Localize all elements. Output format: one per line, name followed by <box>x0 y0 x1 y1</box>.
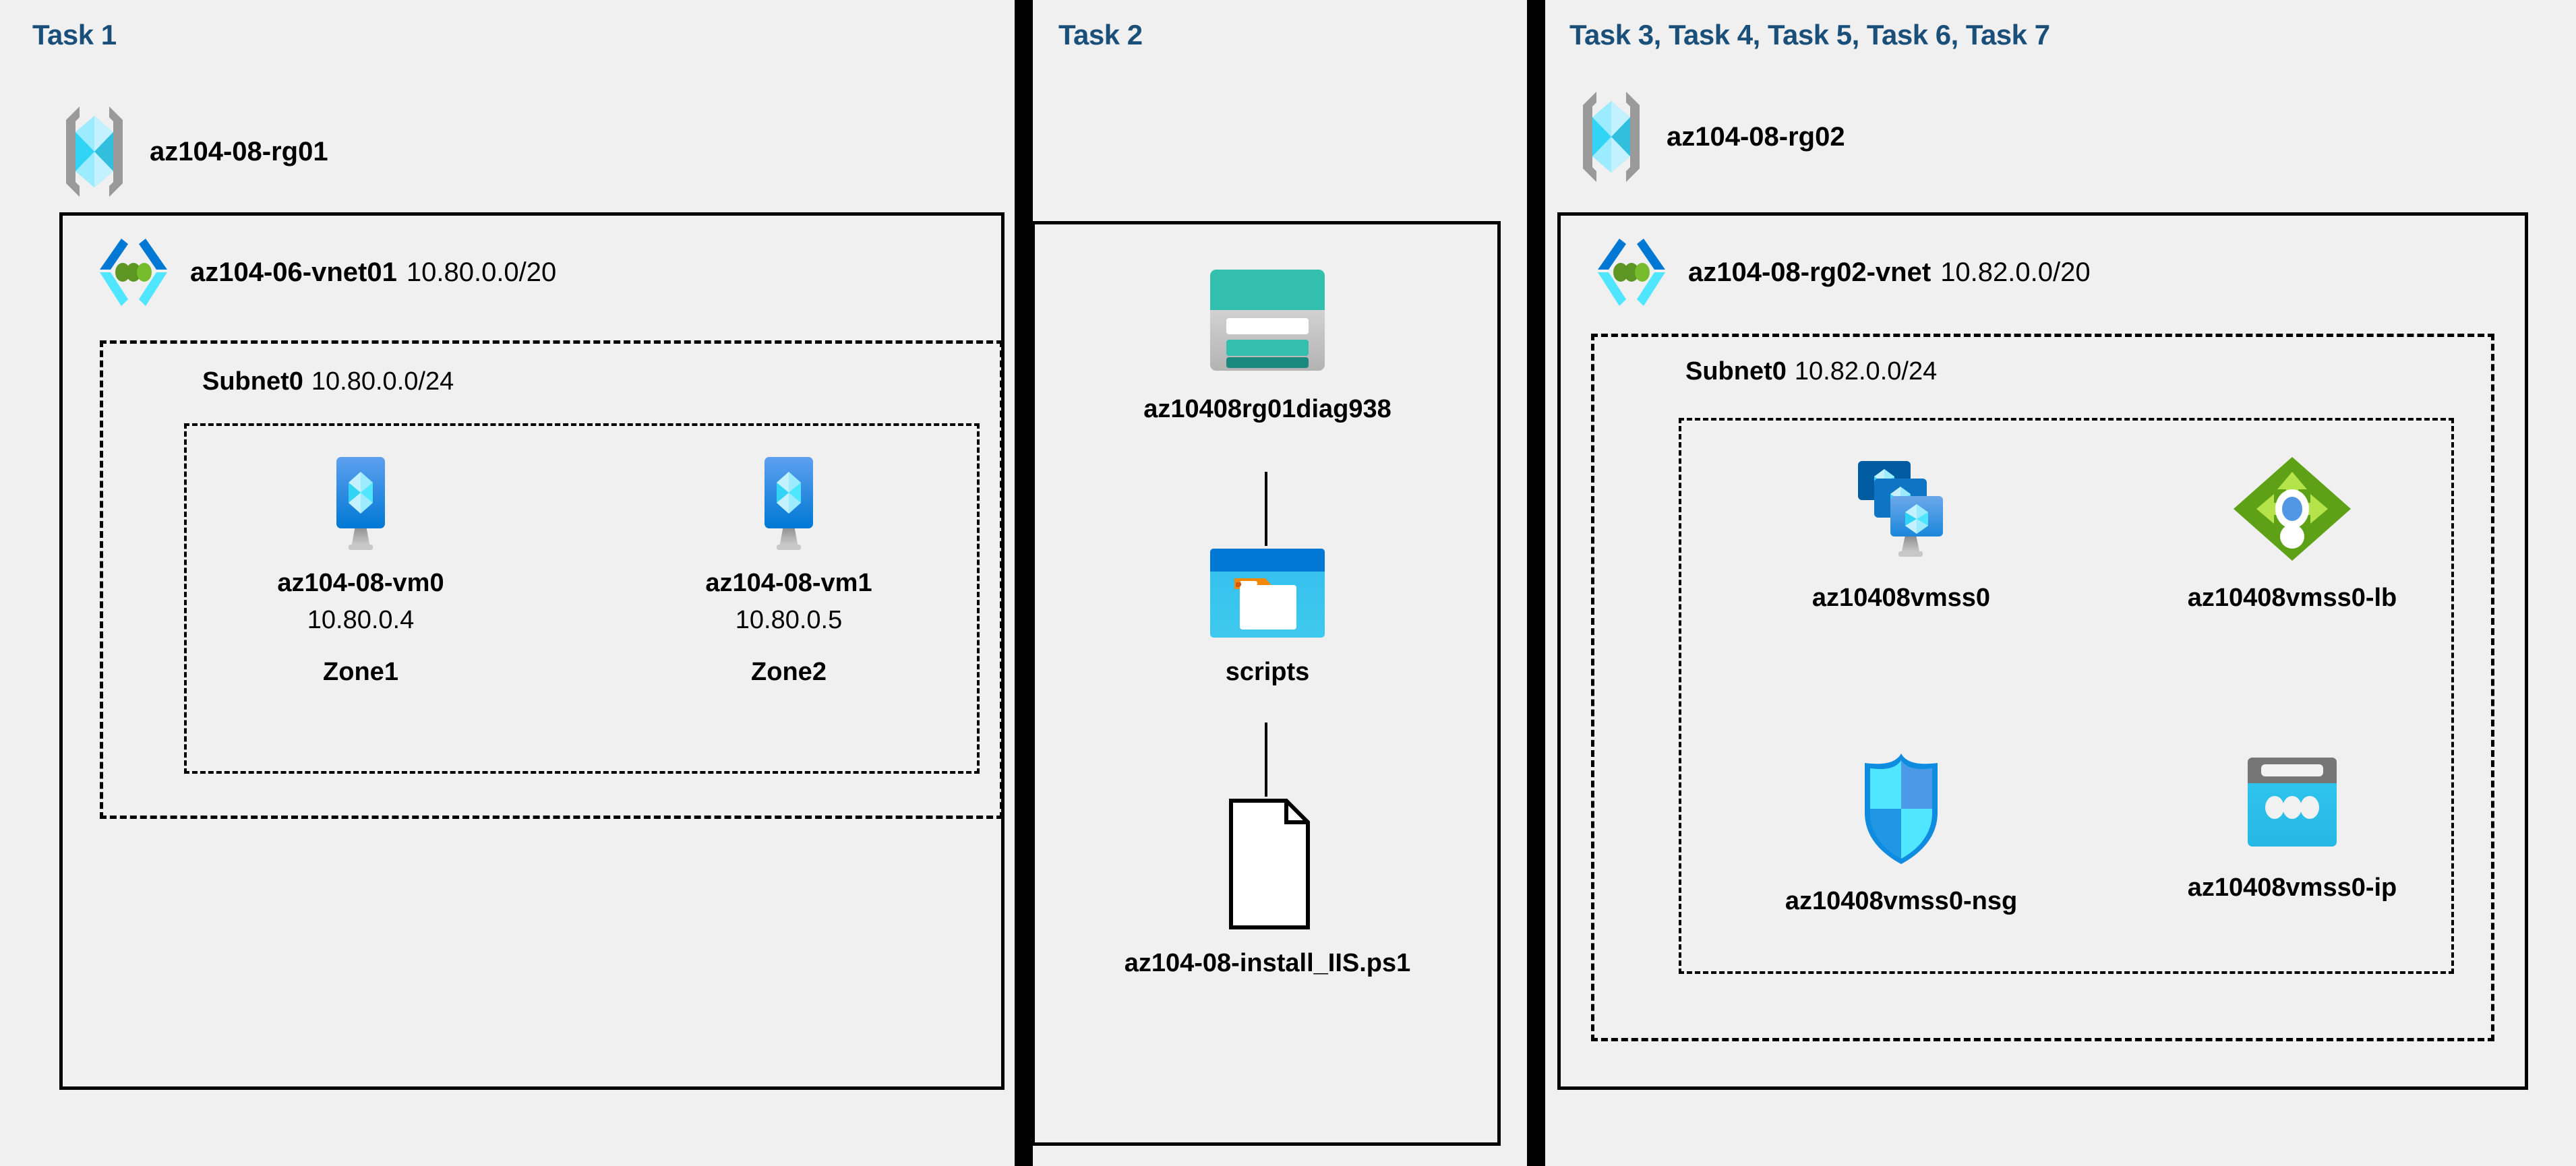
vnet-task1-label: az104-06-vnet01 <box>190 257 397 287</box>
blob-container-icon <box>1205 546 1330 640</box>
nsg-label: az10408vmss0-nsg <box>1785 887 2018 915</box>
public-ip-address-icon <box>2238 748 2346 856</box>
resource-group-rg01[interactable]: az104-08-rg01 <box>54 101 328 202</box>
vnet-task1-cidr: 10.80.0.0/20 <box>406 257 557 287</box>
panel-divider-2 <box>1527 0 1545 1166</box>
vm1-name: az104-08-vm1 <box>705 569 872 597</box>
connector-scripts-to-file <box>1265 723 1267 797</box>
connector-storage-to-scripts <box>1265 472 1267 546</box>
vnet-task3-label: az104-08-rg02-vnet <box>1688 257 1931 287</box>
load-balancer-az10408vmss0-lb[interactable]: az10408vmss0-lb <box>2157 452 2427 613</box>
resource-group-rg02-label: az104-08-rg02 <box>1667 121 1845 152</box>
virtual-network-icon <box>1591 235 1672 310</box>
resource-group-icon <box>54 101 135 202</box>
load-balancer-icon <box>2228 452 2356 566</box>
storage-account-az10408rg01diag938[interactable]: az10408rg01diag938 <box>1143 263 1391 424</box>
vnet-task3-cidr: 10.82.0.0/20 <box>1940 257 2091 287</box>
subnet-box-task1 <box>100 340 1003 819</box>
blob-container-label: scripts <box>1225 658 1310 686</box>
resource-group-rg02[interactable]: az104-08-rg02 <box>1571 86 1845 187</box>
blob-container-scripts[interactable]: scripts <box>1146 546 1389 687</box>
virtual-network-icon <box>93 235 174 310</box>
task2-inner-box <box>1031 221 1501 1146</box>
virtual-machine-icon <box>748 452 829 553</box>
task-2-title: Task 2 <box>1058 19 1143 51</box>
file-icon <box>1214 797 1321 931</box>
vm-group-box-task1 <box>184 423 980 774</box>
public-ip-az10408vmss0-ip[interactable]: az10408vmss0-ip <box>2157 748 2427 902</box>
vm-scale-set-az10408vmss0[interactable]: az10408vmss0 <box>1766 452 2036 613</box>
resource-group-rg01-label: az104-08-rg01 <box>150 136 328 166</box>
storage-account-icon <box>1205 263 1330 377</box>
vnet-az104-06-vnet01[interactable]: az104-06-vnet01 10.80.0.0/20 <box>93 235 556 310</box>
vm-az104-08-vm1[interactable]: az104-08-vm1 10.80.0.5 Zone2 <box>701 452 876 687</box>
public-ip-label: az10408vmss0-ip <box>2187 873 2397 902</box>
vm0-zone: Zone1 <box>323 658 398 686</box>
resource-group-box-task3 <box>1679 418 2454 974</box>
storage-account-label: az10408rg01diag938 <box>1143 395 1391 423</box>
vm-az104-08-vm0[interactable]: az104-08-vm0 10.80.0.4 Zone1 <box>273 452 448 687</box>
vm0-ip: 10.80.0.4 <box>307 606 415 634</box>
file-az104-08-install-iis-ps1[interactable]: az104-08-install_IIS.ps1 <box>1092 797 1443 978</box>
virtual-machine-icon <box>320 452 401 553</box>
task-1-title: Task 1 <box>32 19 117 51</box>
vm0-name: az104-08-vm0 <box>277 569 444 597</box>
resource-group-icon <box>1571 86 1652 187</box>
vnet-box-task3 <box>1557 212 2528 1090</box>
file-label: az104-08-install_IIS.ps1 <box>1124 949 1411 977</box>
subnet-box-task3 <box>1591 334 2494 1041</box>
vm1-zone: Zone2 <box>751 658 827 686</box>
panel-divider-1 <box>1015 0 1033 1166</box>
task-3-title: Task 3, Task 4, Task 5, Task 6, Task 7 <box>1569 19 2050 51</box>
network-security-group-icon <box>1854 748 1948 869</box>
vm1-ip: 10.80.0.5 <box>735 606 843 634</box>
vnet-az104-08-rg02-vnet[interactable]: az104-08-rg02-vnet 10.82.0.0/20 <box>1591 235 2091 310</box>
load-balancer-label: az10408vmss0-lb <box>2187 584 2397 612</box>
nsg-az10408vmss0-nsg[interactable]: az10408vmss0-nsg <box>1766 748 2036 916</box>
vmss-label: az10408vmss0 <box>1811 584 1991 612</box>
vm-scale-set-icon <box>1834 452 1969 566</box>
